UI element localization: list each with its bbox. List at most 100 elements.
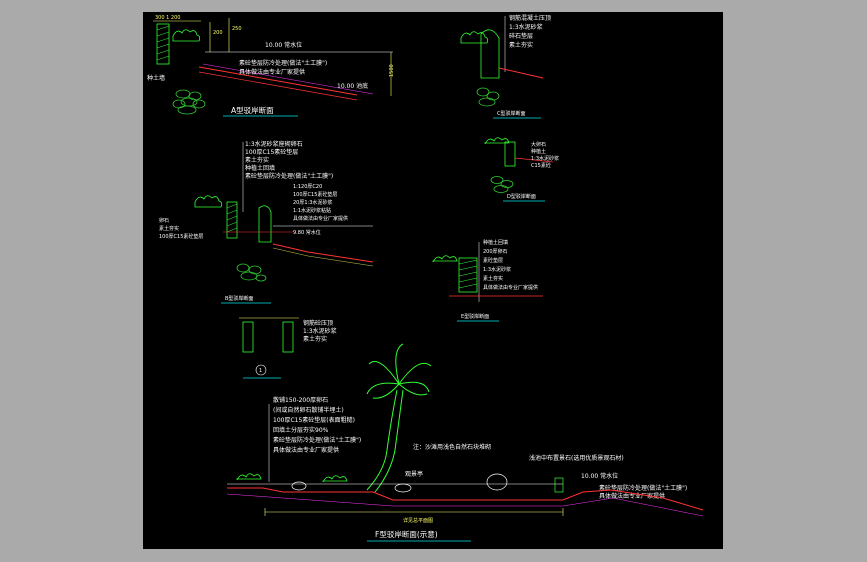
- section-a-level-top: 10.00 常水位: [265, 41, 302, 49]
- section-f-note-3: 100厚C15素砼垫层(表面粗糙): [273, 416, 355, 424]
- detail-1-note-2: 1:3水泥砂浆: [303, 327, 337, 335]
- section-a-label-left: 种土墙: [147, 74, 165, 82]
- section-f-note-4: 回填土分层夯实90%: [273, 426, 329, 434]
- section-c-boulder: [480, 29, 500, 79]
- section-d-wall: [504, 141, 516, 167]
- section-f-note-right: 浅池中布置景石(选用优质景观石材): [529, 454, 624, 462]
- section-d-shrub-icon: [484, 137, 510, 145]
- cad-drawing-canvas: 300 1 200 200 250 10.00 常水位 素砼垫层防冷处理(做法"…: [143, 12, 723, 549]
- section-a-membrane: [202, 63, 374, 95]
- section-b-title: B型驳岸断面: [225, 295, 253, 302]
- section-f-dim-bottom: 详见总平面图: [403, 517, 433, 524]
- section-d-note-2: 100厚C15素砼垫层: [293, 191, 337, 198]
- section-b-note-4: 种植土回填: [245, 164, 275, 172]
- section-a-dim-vert2-label: 250: [232, 26, 242, 32]
- section-b-note-5: 素砼垫层防冷处理(做法"土工膜"): [245, 172, 333, 180]
- section-a-rock-pile: [172, 89, 206, 115]
- palm-tree-icon: [366, 343, 432, 493]
- section-d-note-3: 20厚1:3水泥砂浆: [293, 199, 332, 206]
- section-e-note-4: 1:3水泥砂浆: [483, 266, 511, 273]
- section-a-dim-top: 300 1 200: [155, 15, 180, 21]
- section-a-slope-bottom: [198, 71, 358, 101]
- section-d: 大卵石 种植土 1:3水泥砂浆 C15素砼 D型驳岸断面 1:120厚C20 1…: [159, 137, 559, 240]
- section-f-note-1: 散铺150-200厚卵石: [273, 396, 328, 404]
- section-c-note-4: 素土夯实: [509, 41, 533, 49]
- section-d-note-7: 100厚C15素砼垫层: [159, 233, 203, 240]
- section-f-note-2: (间或自然卵石散铺半埋土): [273, 406, 344, 414]
- section-c-note-3: 碎石垫层: [509, 32, 533, 40]
- section-e-title: E型驳岸断面: [461, 313, 489, 320]
- section-b-boulder: [258, 205, 272, 243]
- section-b-slope-dim: [272, 247, 374, 267]
- section-d-side-4: C15素砼: [531, 162, 551, 169]
- section-f-rock-2: [394, 483, 412, 493]
- section-f-edge-post: [554, 477, 564, 493]
- section-a-slope-top: [198, 66, 358, 96]
- section-b-shrub-icon: [194, 195, 223, 208]
- section-f-note-right-2: 素砼垫层防冷处理(做法"土工膜"): [599, 484, 687, 492]
- section-c-title: C型驳岸断面: [497, 110, 526, 117]
- section-e-shrub-icon: [432, 255, 458, 263]
- section-e-note-1: 种植土回填: [483, 239, 508, 246]
- section-a-note-2: 具体做法由专业厂家提供: [239, 68, 305, 76]
- section-d-note-6: 素土夯实: [159, 225, 179, 232]
- section-d-slope: [514, 157, 554, 163]
- section-d-side-1: 大卵石: [531, 141, 546, 148]
- detail-1-marker: [255, 364, 267, 376]
- section-f-level: 10.00 常水位: [581, 472, 618, 480]
- detail-1-marker-label: 1: [259, 368, 262, 374]
- detail-1: 钢筋砼压顶 1:3水泥砂浆 素土夯实 1: [239, 317, 337, 379]
- section-b-note-1: 1:3水泥砂浆座砌卵石: [245, 140, 303, 148]
- section-f-feature-stone: [486, 473, 508, 491]
- section-b-note-2: 100厚C15素砼垫层: [245, 148, 298, 156]
- section-f-membrane: [226, 493, 704, 517]
- section-e-note-6: 具体做法由专业厂家提供: [483, 284, 538, 291]
- section-f-shrub-icon-1: [236, 473, 262, 481]
- detail-1-column-a: [242, 321, 254, 353]
- section-e-wall: [458, 257, 478, 293]
- section-f-note-6: 具体做法由专业厂家提供: [273, 446, 339, 454]
- section-e-note-2: 200厚卵石: [483, 248, 508, 255]
- section-e-wall-hatch: [458, 259, 478, 289]
- section-c: 钢筋混凝土压顶 1:3水泥砂浆 碎石垫层 素土夯实 C型驳岸断面: [460, 14, 551, 119]
- section-f: 散铺150-200厚卵石 (间或自然卵石散铺半埋土) 100厚C15素砼垫层(表…: [226, 343, 704, 542]
- detail-1-column-b: [282, 321, 294, 353]
- section-e-note-5: 素土夯实: [483, 275, 503, 282]
- section-a: 300 1 200 200 250 10.00 常水位 素砼垫层防冷处理(做法"…: [147, 15, 395, 117]
- section-b-slope: [272, 243, 374, 263]
- section-c-shrub-icon: [460, 31, 489, 44]
- section-d-note-5: 卵石: [159, 217, 169, 224]
- section-c-note-1: 钢筋混凝土压顶: [509, 14, 551, 22]
- section-b-wall-hatch: [226, 203, 238, 233]
- section-d-note-4: 1:1水泥砂浆粘贴: [293, 207, 331, 214]
- section-d-side-3: 1:3水泥砂浆: [531, 155, 559, 162]
- section-d-note-1: 1:120厚C20: [293, 184, 322, 190]
- section-a-shrub-icon: [172, 29, 201, 42]
- section-f-note-mid: 注：沙滩用浅色自然石块堆砌: [413, 443, 491, 451]
- section-f-note-tree: 观景亭: [405, 470, 423, 478]
- section-e: 种植土回填 200厚卵石 素砼垫层 1:3水泥砂浆 素土夯实 具体做法由专业厂家…: [432, 239, 543, 322]
- section-b-note-3: 素土夯实: [245, 156, 269, 164]
- detail-1-note-3: 素土夯实: [303, 335, 327, 343]
- section-e-note-3: 素砼垫层: [483, 257, 503, 264]
- section-b: 1:3水泥砂浆座砌卵石 100厚C15素砼垫层 素土夯实 种植土回填 素砼垫层防…: [194, 140, 374, 304]
- section-d-rock-pile: [490, 176, 514, 193]
- section-f-note-right-3: 具体做法由专业厂家提供: [599, 492, 665, 500]
- section-d-note-8: 具体做法由专业厂家提供: [293, 215, 348, 222]
- section-f-note-5: 素砼垫层防冷处理(做法"土工膜"): [273, 436, 361, 444]
- section-a-level-bottom: 10.00 池底: [337, 82, 368, 90]
- section-f-shrub-icon-2: [322, 475, 348, 483]
- section-f-title: F型驳岸断面(示意): [375, 529, 438, 539]
- section-a-dim-vert-label: 200: [213, 30, 223, 36]
- detail-1-note-1: 钢筋砼压顶: [303, 319, 333, 327]
- section-d-title: D型驳岸断面: [507, 193, 536, 200]
- section-b-rock-pile: [236, 263, 267, 282]
- section-a-note-1: 素砼垫层防冷处理(做法"土工膜"): [239, 59, 327, 67]
- section-f-ground: [227, 487, 704, 511]
- cad-sheet: 300 1 200 200 250 10.00 常水位 素砼垫层防冷处理(做法"…: [147, 14, 704, 542]
- section-a-title: A型驳岸断面: [231, 105, 274, 115]
- section-a-wall-hatch: [156, 25, 170, 61]
- section-c-rock-pile: [476, 87, 500, 107]
- section-f-rock-1: [291, 481, 307, 491]
- section-c-slope: [498, 67, 544, 79]
